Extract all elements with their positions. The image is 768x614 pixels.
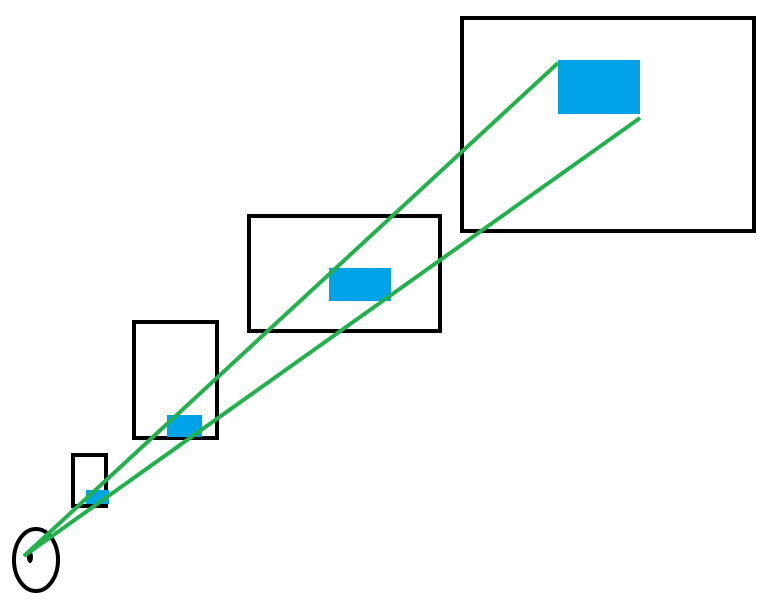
projected-object-3 xyxy=(329,268,391,301)
projected-object-4 xyxy=(558,60,640,114)
projected-object-2 xyxy=(167,415,202,437)
sight-ray-lower xyxy=(22,116,642,558)
sight-ray-upper xyxy=(22,61,560,558)
eye-outline xyxy=(12,527,60,593)
frame-group-4 xyxy=(460,16,756,233)
frame-group-3 xyxy=(247,214,442,333)
view-frame-3 xyxy=(247,214,442,333)
view-frame-4 xyxy=(460,16,756,233)
